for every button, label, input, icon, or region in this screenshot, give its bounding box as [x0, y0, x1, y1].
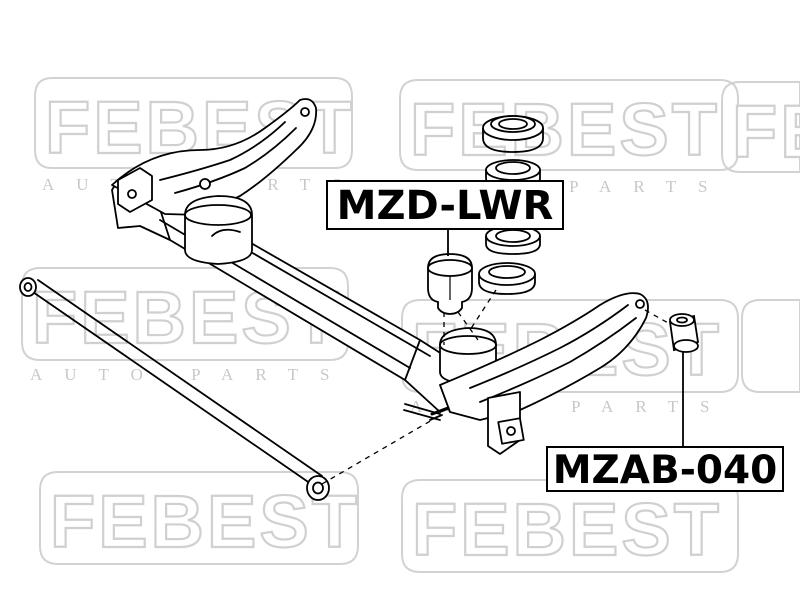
assembly-guides — [321, 289, 671, 485]
seat-guide — [469, 289, 497, 331]
watermark-tile: FEBEST AUTO PARTS — [399, 79, 739, 196]
watermark-brand-text: FEBEST — [410, 88, 720, 171]
bushing-part — [668, 313, 700, 353]
left-spring-perch — [184, 195, 253, 265]
upper-spring-seat — [485, 159, 541, 191]
left-trailing-arm — [111, 98, 318, 216]
lower-spring-seat — [478, 262, 536, 295]
watermark-subtitle-text: AUTO PARTS — [30, 365, 352, 384]
bump-stop-part — [427, 253, 473, 315]
middle-spacer — [485, 225, 541, 255]
leader-lines — [447, 230, 684, 446]
right-trailing-arm — [429, 292, 649, 455]
watermark-tile: FEBEST — [39, 471, 360, 565]
watermark-brand-text: FEBEST — [50, 480, 360, 563]
upper-insulator — [482, 115, 544, 153]
watermark-brand-text: FEBEST — [732, 90, 800, 173]
upper-mount-stack — [478, 115, 544, 295]
watermark-tile: FEBEST — [401, 479, 739, 573]
rod-guide — [321, 419, 433, 485]
bushing-guide — [644, 309, 671, 325]
lateral-rod — [19, 277, 330, 501]
watermark-brand-text: FEBEST — [412, 488, 722, 571]
label-mzab-040: MZAB-040 — [546, 446, 784, 492]
watermark-tile: FEBEST — [721, 81, 800, 174]
label-mzd-lwr: MZD-LWR — [326, 180, 564, 230]
watermark-tile — [741, 299, 800, 393]
axle-drawing — [19, 98, 649, 501]
beam-stud — [403, 403, 441, 421]
